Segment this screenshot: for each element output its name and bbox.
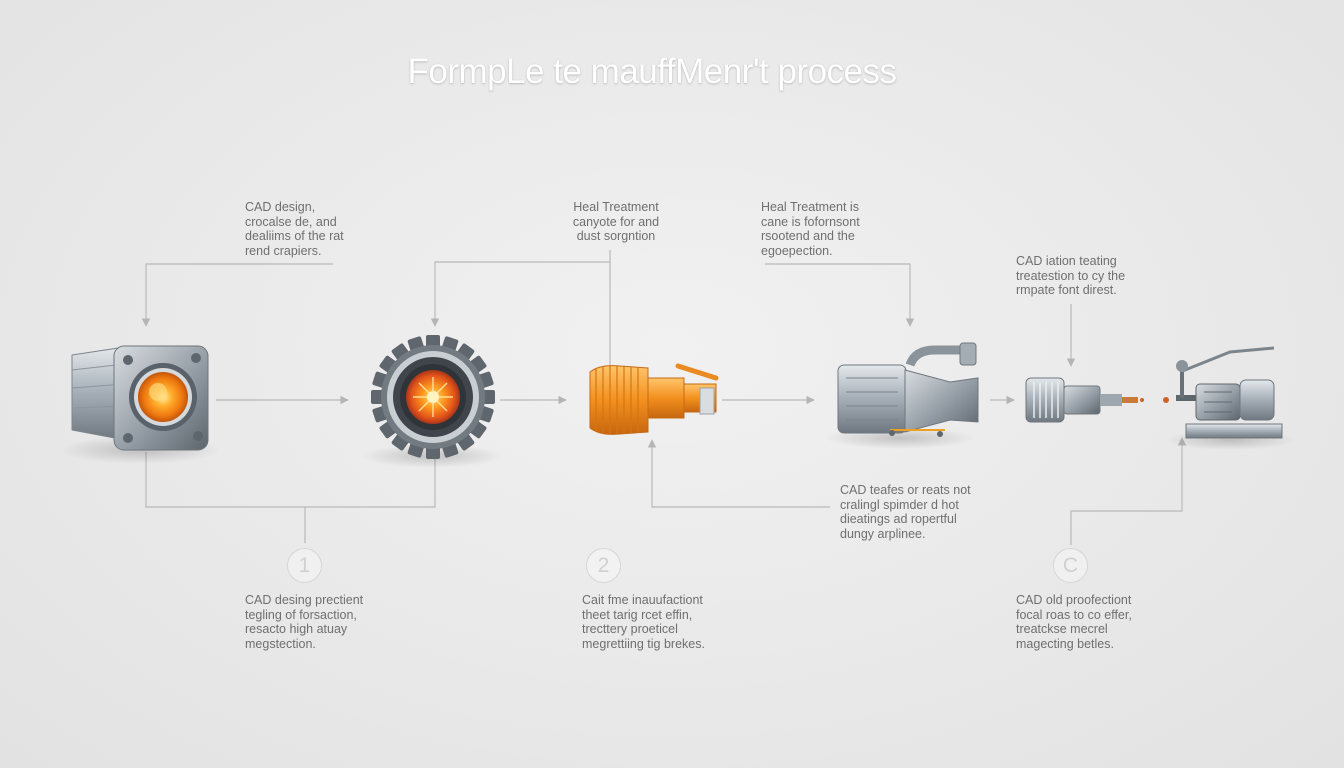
step-line: treatckse mecrel xyxy=(1016,622,1108,636)
step-line: megrettiing tig brekes. xyxy=(582,636,705,651)
callout-line: dealiims of the rat xyxy=(245,229,344,243)
callout-top-3: Heal Treatment is cane is fofornsont rso… xyxy=(761,200,860,258)
step-3-number: C xyxy=(1053,548,1088,583)
step-line: focal roas to co effer, xyxy=(1016,607,1132,622)
step-line: resacto high atuay xyxy=(245,622,348,636)
callout-line: dieatings ad ropertful xyxy=(840,512,957,526)
diagram-title: FormpLe te mauffMenr't process xyxy=(407,52,897,91)
spindle-assembly-icon xyxy=(1025,377,1144,423)
step-1-number: 1 xyxy=(287,548,322,583)
connector-top-1 xyxy=(141,263,333,327)
callout-line: treatestion to cy the xyxy=(1016,268,1126,283)
callout-line: rmpate font direst. xyxy=(1016,283,1117,297)
step-line: CAD desing prectient xyxy=(245,593,364,607)
callout-line: CAD design, xyxy=(245,200,316,214)
connector-bottom-1 xyxy=(145,452,436,508)
step-line: megstection. xyxy=(245,636,316,651)
step-2-description: Cait fme inauufactiont theet tarig rcet … xyxy=(582,593,705,651)
callout-top-2: Heal Treatment canyote for and dust sorg… xyxy=(540,200,692,244)
callout-line: dungy arplinee. xyxy=(840,526,926,541)
callout-line: canyote for and xyxy=(572,214,660,229)
testing-rig-icon xyxy=(1163,346,1283,439)
step-line: Cait fme inauufactiont xyxy=(582,593,703,607)
flanged-housing-icon xyxy=(71,345,209,451)
callout-line: rend crapiers. xyxy=(245,243,322,258)
step-3-description: CAD old proofectiont focal roas to co ef… xyxy=(1016,593,1132,651)
step-line: CAD old proofectiont xyxy=(1016,593,1132,607)
callout-line: egoepection. xyxy=(761,243,833,258)
connector-top-3 xyxy=(765,263,915,327)
callout-top-4: CAD iation teating treatestion to cy the… xyxy=(1016,254,1125,298)
step-line: trecttery proeticel xyxy=(582,622,678,636)
connector-bottom-3 xyxy=(1070,437,1187,545)
connectors xyxy=(141,250,1187,545)
step-1-description: CAD desing prectient tegling of forsacti… xyxy=(245,593,363,651)
callout-line: Heal Treatment xyxy=(573,200,659,214)
callout-line: Heal Treatment is xyxy=(761,200,859,214)
heat-treated-shaft-icon xyxy=(589,363,719,435)
callout-line: CAD iation teating xyxy=(1016,254,1117,268)
engine-block-icon xyxy=(837,342,979,437)
callout-line: rsootend and the xyxy=(761,229,855,243)
step-line: magecting betles. xyxy=(1016,636,1114,651)
callout-line: cralingl spimder d hot xyxy=(840,497,959,512)
step-line: theet tarig rcet effin, xyxy=(582,607,693,622)
connector-bottom-2 xyxy=(647,439,830,508)
step-line: tegling of forsaction, xyxy=(245,607,357,622)
step-2-number: 2 xyxy=(586,548,621,583)
callout-mid-right: CAD teafes or reats not cralingl spimder… xyxy=(840,483,971,541)
connector-top-2 xyxy=(430,250,611,327)
callout-line: dust sorgntion xyxy=(576,229,656,243)
callout-line: crocalse de, and xyxy=(245,214,337,229)
callout-line: cane is fofornsont xyxy=(761,214,860,229)
callout-line: CAD teafes or reats not xyxy=(840,483,971,497)
callout-top-1: CAD design, crocalse de, and dealiims of… xyxy=(245,200,344,258)
gear-ring-icon xyxy=(371,335,495,459)
